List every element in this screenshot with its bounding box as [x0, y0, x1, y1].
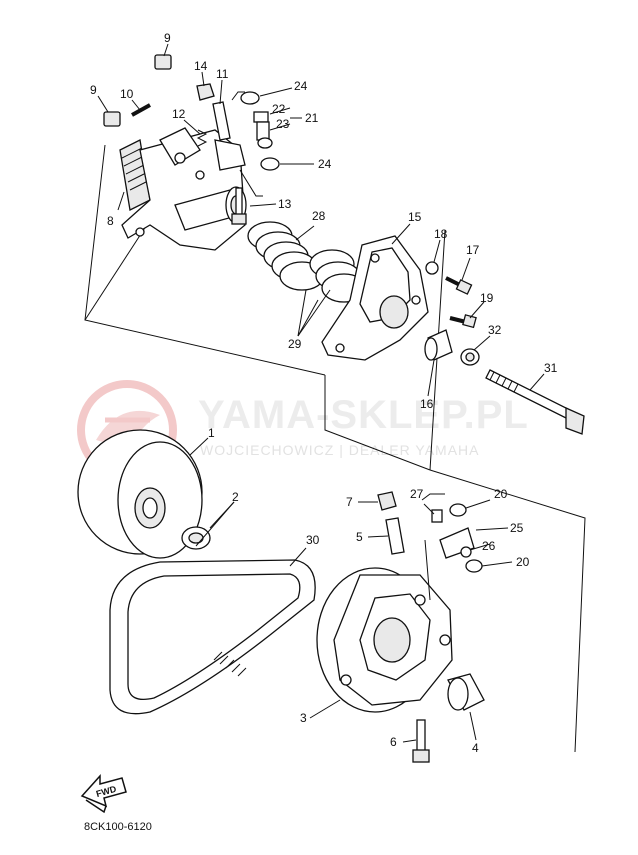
- leader-line: [424, 539, 431, 601]
- part-1-fixed-sheave: [77, 429, 203, 559]
- callout-31: 31: [544, 361, 558, 375]
- callout-17: 17: [466, 243, 480, 257]
- part-27-roller: [431, 509, 443, 523]
- part-30-drive-belt: [109, 559, 316, 715]
- part-20-upper-washer: [449, 503, 467, 517]
- part-9-upper-cap: [154, 54, 172, 70]
- part-4-bushing: [447, 673, 485, 711]
- part-12-spring: [196, 129, 208, 147]
- part-7-nut: [377, 491, 397, 511]
- callout-25: 25: [510, 521, 524, 535]
- part-31-long-bolt: [485, 369, 585, 435]
- callout-20-upper: 20: [494, 487, 508, 501]
- callout-20-lower: 20: [516, 555, 530, 569]
- part-10-pin: [131, 103, 151, 117]
- callout-24-lower: 24: [318, 157, 332, 171]
- callout-29: 29: [288, 337, 302, 351]
- part-8-spider-hub: [119, 127, 247, 251]
- part-6-bolt: [412, 719, 430, 763]
- part-3-primary-sheave: [316, 567, 453, 713]
- callout-30: 30: [306, 533, 320, 547]
- part-21-roller-assembly: [253, 111, 273, 149]
- callout-11: 11: [216, 67, 229, 81]
- callout-5: 5: [356, 530, 363, 544]
- callout-14: 14: [194, 59, 208, 73]
- part-24-lower-washer: [260, 157, 280, 171]
- part-15-cover-plate: [321, 235, 429, 361]
- callout-26: 26: [482, 539, 496, 553]
- part-5-sleeve: [385, 517, 405, 555]
- callout-21: 21: [305, 111, 319, 125]
- part-25-weight-assembly: [439, 527, 475, 559]
- part-9-left-cap: [103, 111, 121, 127]
- part-20-lower-washer: [465, 559, 483, 573]
- callout-18: 18: [434, 227, 448, 241]
- callout-10: 10: [120, 87, 134, 101]
- callout-23: 23: [276, 117, 290, 131]
- watermark-brand: YAMA-SKLEP.PL: [198, 393, 529, 437]
- part-32-collar-bore: [465, 352, 475, 362]
- fwd-arrow-icon: FWD: [80, 774, 127, 814]
- part-28-spring: [247, 221, 325, 291]
- callout-6: 6: [390, 735, 397, 749]
- part-2-collar: [181, 526, 211, 550]
- part-18-washer: [425, 261, 439, 275]
- part-16-bushing: [424, 329, 453, 361]
- part-19-bolt: [449, 314, 477, 329]
- leader-line: [421, 493, 445, 501]
- leader-line: [239, 169, 263, 197]
- callout-24-upper: 24: [294, 79, 308, 93]
- callout-27: 27: [410, 487, 424, 501]
- callout-12: 12: [172, 107, 186, 121]
- callout-22: 22: [272, 102, 286, 116]
- callout-7: 7: [346, 495, 353, 509]
- callout-19: 19: [480, 291, 494, 305]
- watermark-dealer: WOJCIECHOWICZ | DEALER YAMAHA: [200, 442, 479, 458]
- callout-13: 13: [278, 197, 292, 211]
- callout-32: 32: [488, 323, 502, 337]
- part-14-nut: [196, 83, 215, 101]
- callout-9-upper: 9: [164, 31, 171, 45]
- part-24-upper-washer: [240, 91, 260, 105]
- callout-2: 2: [232, 490, 239, 504]
- callout-9-left: 9: [90, 83, 97, 97]
- callout-16: 16: [420, 397, 434, 411]
- callout-8: 8: [107, 214, 114, 228]
- part-17-bolt: [445, 276, 473, 295]
- callout-15: 15: [408, 210, 422, 224]
- callout-3: 3: [300, 711, 307, 725]
- callout-numbers: 1 2 3 4 5 6 7 8 9 9 10 11 12 13 14 15 16…: [90, 31, 558, 755]
- part-13-bolt: [231, 187, 247, 225]
- diagram-code: 8CK100-6120: [84, 821, 152, 833]
- callout-1: 1: [208, 426, 215, 440]
- callout-leaders: [97, 43, 545, 743]
- leader-line: [231, 91, 245, 101]
- callout-28: 28: [312, 209, 326, 223]
- callout-4: 4: [472, 741, 479, 755]
